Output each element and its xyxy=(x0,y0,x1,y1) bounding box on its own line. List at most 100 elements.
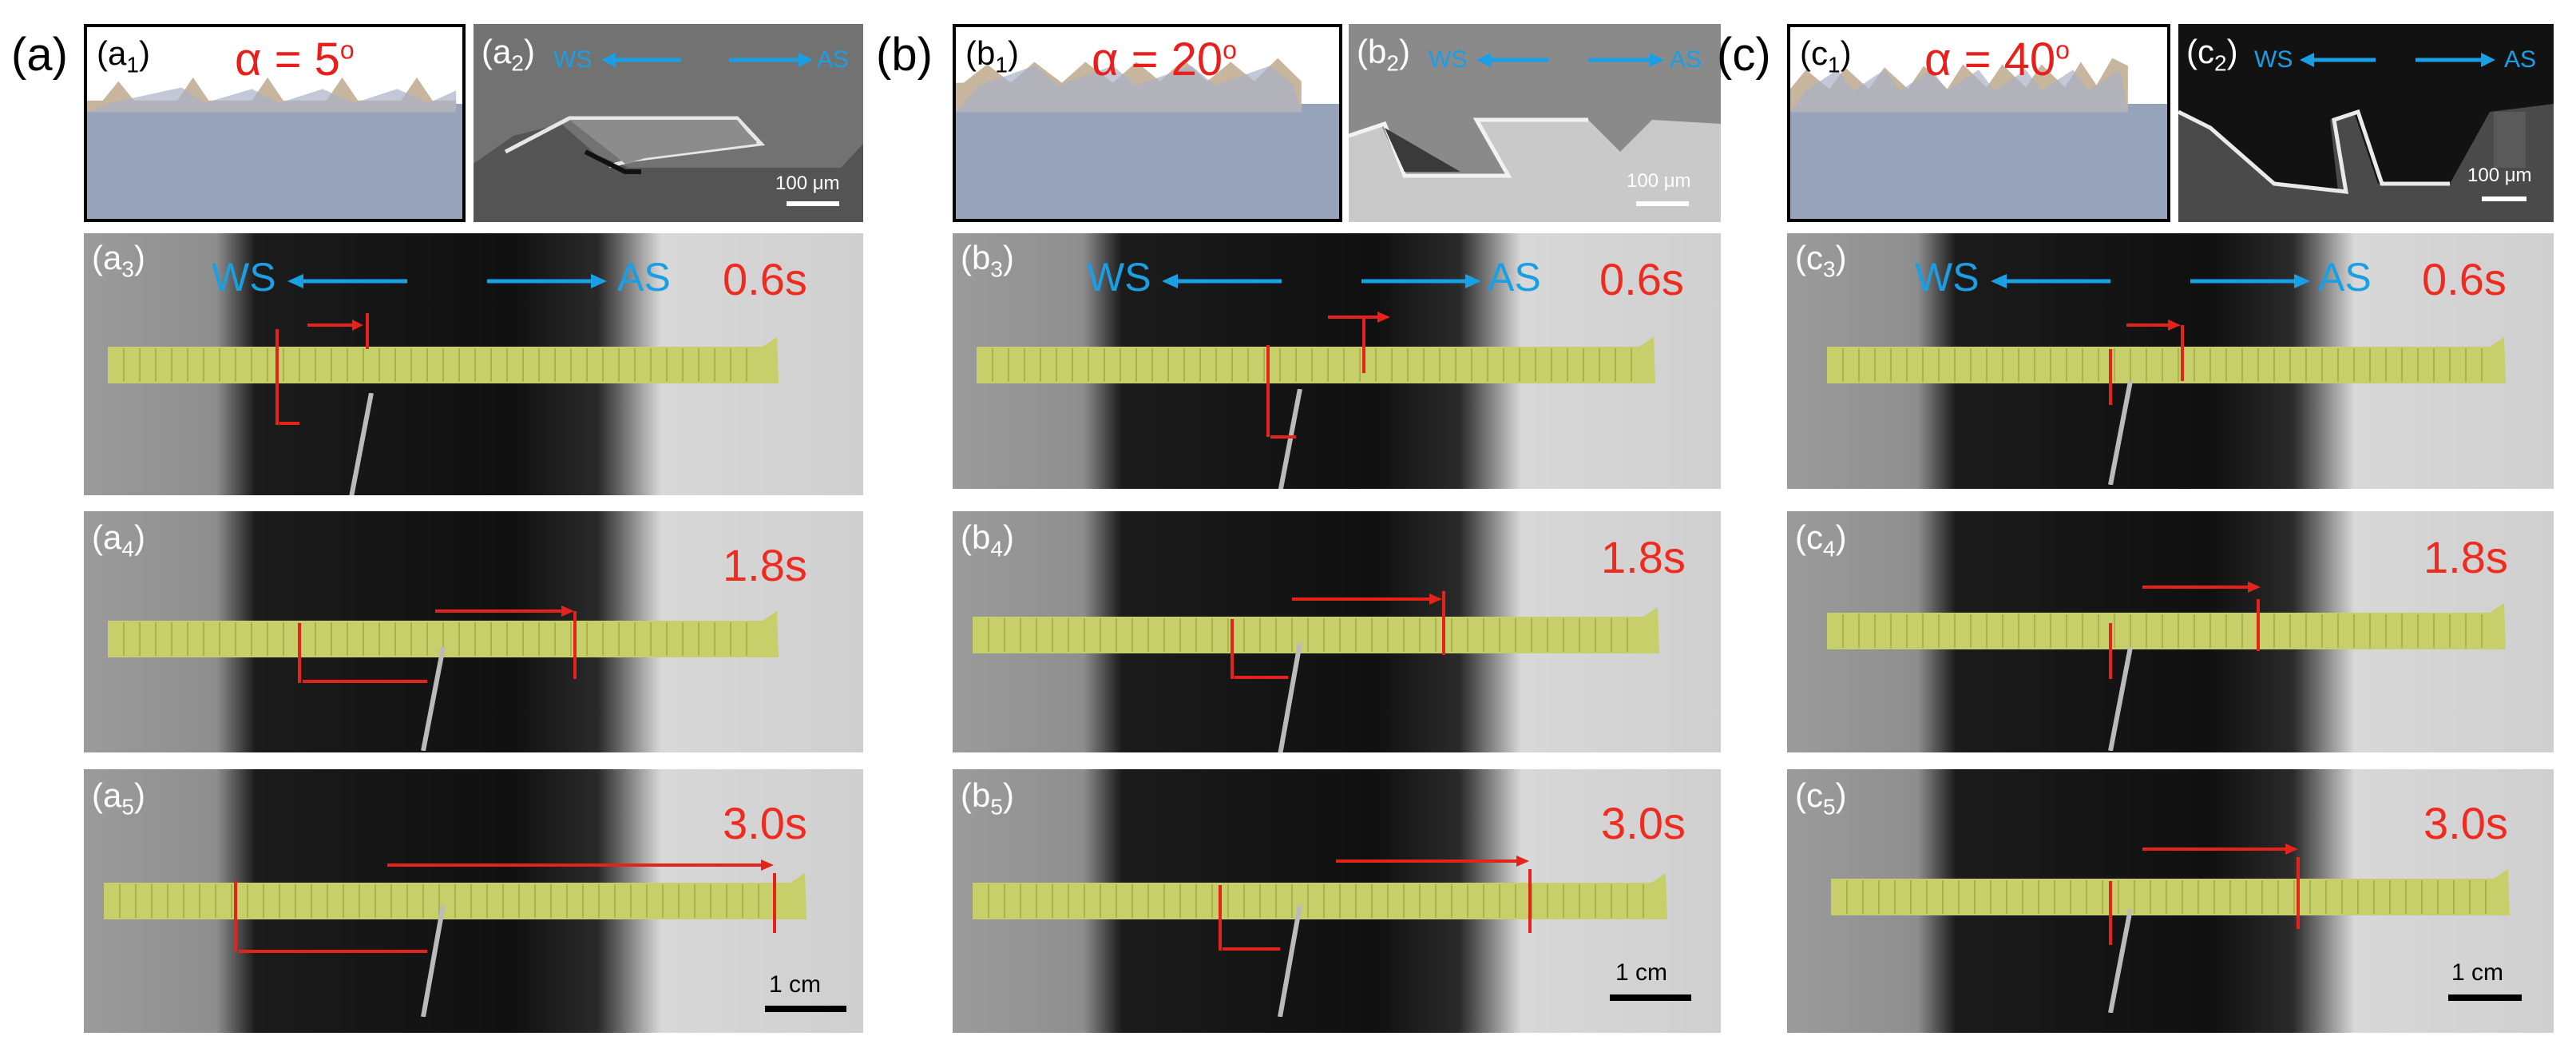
photo-label-a3: (a3) xyxy=(92,239,145,282)
needle-icon xyxy=(2108,381,2133,485)
photo-label-c4: (c4) xyxy=(1795,518,1847,562)
photo-label-b5: (b5) xyxy=(961,776,1014,820)
sawtooth-model-icon xyxy=(956,58,1302,113)
photo-label-b4: (b4) xyxy=(961,518,1014,562)
bidirectional-arrow-icon xyxy=(1476,53,1664,67)
scale-label: 1 cm xyxy=(769,971,822,998)
sem-label-c2: (c2) xyxy=(2186,33,2238,76)
ws-label: WS xyxy=(2254,46,2293,73)
scalebar xyxy=(765,1006,846,1012)
sem-panel-c2: (c2) WS AS 100 μm xyxy=(2178,24,2554,222)
as-label: AS xyxy=(617,255,671,300)
as-label: AS xyxy=(817,46,850,73)
alpha-label-a: α = 5o xyxy=(235,34,355,85)
sawtooth-model-icon xyxy=(1790,58,2128,113)
front-arrows-icon xyxy=(2109,844,2300,945)
photo-panel-b3: (b3) WS AS 0.6s xyxy=(953,233,1721,489)
front-arrows-icon xyxy=(298,605,577,683)
group-label-a: (a) xyxy=(11,29,68,81)
sample-strip xyxy=(1827,603,2506,649)
sem-scalebar xyxy=(2482,197,2526,201)
sample-strip xyxy=(108,611,779,657)
time-label: 0.6s xyxy=(2422,254,2507,304)
photo-label-b3: (b3) xyxy=(961,239,1014,282)
sample-strip xyxy=(973,607,1659,653)
photo-label-c5: (c5) xyxy=(1795,776,1847,820)
sample-strip xyxy=(108,337,779,383)
front-arrows-icon xyxy=(234,859,776,953)
photo-label-c3: (c3) xyxy=(1795,239,1847,282)
time-label: 3.0s xyxy=(2423,798,2508,848)
scalebar xyxy=(2448,994,2522,1001)
photo-label-a5: (a5) xyxy=(92,776,145,820)
bidirectional-arrow-icon xyxy=(287,274,607,288)
ws-label: WS xyxy=(553,46,592,73)
sem-scale-label: 100 μm xyxy=(2467,165,2532,186)
needle-icon xyxy=(1278,905,1302,1017)
as-label: AS xyxy=(2318,255,2372,300)
model-label-a1: (a1) xyxy=(97,34,150,77)
sample-strip xyxy=(1827,337,2506,383)
model-panel-c1: (c1) α = 40o xyxy=(1787,24,2170,222)
scalebar xyxy=(1610,994,1691,1001)
sem-scale-label: 100 μm xyxy=(1627,170,1691,192)
front-arrows-icon xyxy=(275,313,369,425)
model-panel-a1: (a1) α = 5o xyxy=(84,24,466,222)
sample-strip xyxy=(973,873,1667,919)
sem-panel-a2: (a2) WS AS 100 μm xyxy=(474,24,863,222)
front-arrows-icon xyxy=(1266,312,1390,439)
model-block xyxy=(1790,104,2167,219)
time-label: 0.6s xyxy=(723,254,807,304)
sem-panel-b2: (b2) WS AS 100 μm xyxy=(1349,24,1721,222)
needle-icon xyxy=(2108,909,2133,1013)
bidirectional-arrow-icon xyxy=(601,53,813,67)
sem-image xyxy=(474,24,863,222)
sample-strip xyxy=(1831,869,2510,915)
sem-image xyxy=(2178,24,2554,222)
photo-panel-a3: (a3) WS AS 0.6s xyxy=(84,233,863,495)
alpha-label-c: α = 40o xyxy=(1924,34,2070,85)
scale-label: 1 cm xyxy=(2451,959,2504,986)
photo-panel-b4: (b4) 1.8s xyxy=(953,511,1721,752)
sem-scalebar xyxy=(1636,201,1689,206)
needle-icon xyxy=(421,647,446,751)
front-arrows-icon xyxy=(1219,855,1532,951)
photo-label-a4: (a4) xyxy=(92,518,145,562)
time-label: 1.8s xyxy=(1601,532,1686,582)
sem-image xyxy=(1349,24,1721,222)
bidirectional-arrow-icon xyxy=(1991,274,2310,288)
ws-label: WS xyxy=(1915,255,1980,300)
time-label: 3.0s xyxy=(723,798,807,848)
as-label: AS xyxy=(1488,255,1541,300)
ws-label: WS xyxy=(1087,255,1151,300)
photo-panel-c4: (c4) 1.8s xyxy=(1787,511,2554,752)
bidirectional-arrow-icon xyxy=(1162,274,1481,288)
model-label-b1: (b1) xyxy=(965,34,1019,77)
time-label: 1.8s xyxy=(723,540,807,590)
group-label-c: (c) xyxy=(1717,29,1771,81)
ws-label: WS xyxy=(212,255,276,300)
needle-icon xyxy=(349,393,374,495)
photo-panel-a4: (a4) 1.8s xyxy=(84,511,863,752)
photo-panel-a5: (a5) 3.0s 1 cm xyxy=(84,769,863,1033)
time-label: 0.6s xyxy=(1599,254,1684,304)
model-block xyxy=(87,104,462,219)
model-panel-b1: (b1) α = 20o xyxy=(953,24,1342,222)
photo-panel-c5: (c5) 3.0s 1 cm xyxy=(1787,769,2554,1033)
group-label-b: (b) xyxy=(876,29,933,81)
bidirectional-arrow-icon xyxy=(2300,53,2495,67)
needle-icon xyxy=(2108,647,2133,751)
front-arrows-icon xyxy=(2109,320,2184,405)
sample-strip xyxy=(977,337,1655,383)
photo-panel-b5: (b5) 3.0s 1 cm xyxy=(953,769,1721,1033)
as-label: AS xyxy=(1670,46,1702,73)
sem-scalebar xyxy=(787,201,839,206)
front-arrows-icon xyxy=(1231,591,1445,679)
sawtooth-model-icon xyxy=(87,77,457,113)
alpha-label-b: α = 20o xyxy=(1092,34,1237,85)
ws-label: WS xyxy=(1429,46,1468,73)
sem-label-a2: (a2) xyxy=(482,33,535,76)
time-label: 3.0s xyxy=(1601,798,1686,848)
as-label: AS xyxy=(2504,46,2537,73)
time-label: 1.8s xyxy=(2423,532,2508,582)
